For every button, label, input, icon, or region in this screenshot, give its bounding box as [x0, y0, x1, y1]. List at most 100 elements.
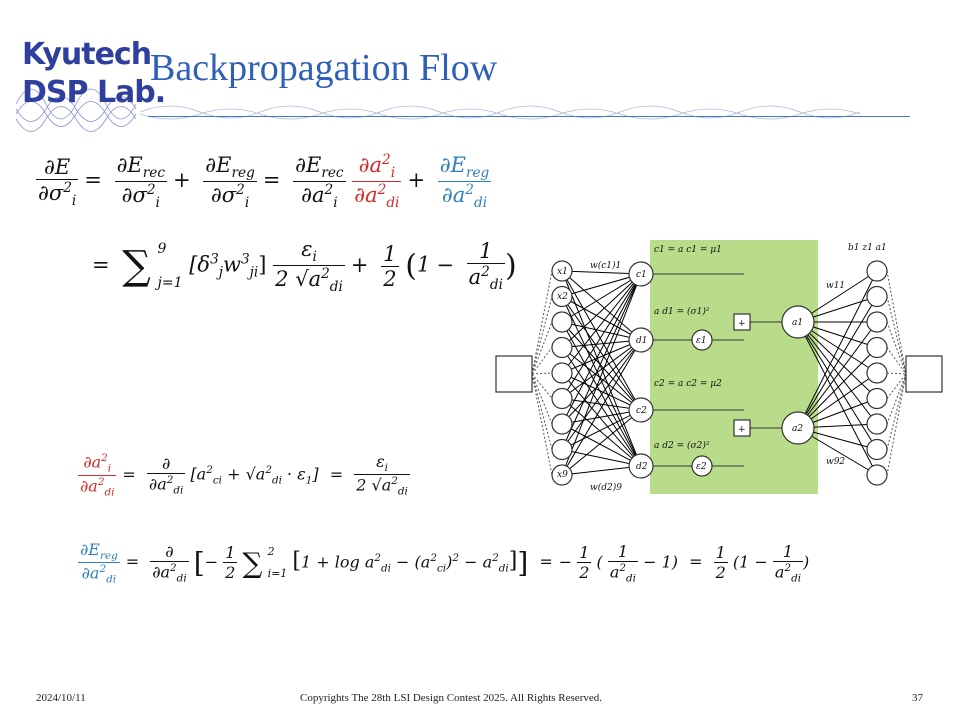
weight-label-left-bottom: w(d2)9: [590, 482, 622, 493]
decoder-weight-line: [797, 270, 878, 429]
output-node: [866, 311, 888, 333]
input-node: [551, 438, 573, 461]
output-node: [866, 438, 888, 461]
input-dashed-line: [531, 373, 553, 425]
output-node: [866, 336, 888, 359]
output-dashed-line: [886, 372, 907, 375]
encoder-weight-line: [561, 409, 642, 450]
title-divider: [148, 116, 910, 117]
eq3-lhs: ∂a2i ∂a2di: [78, 452, 117, 499]
epsilon-label-1: ε1: [696, 336, 707, 346]
encoder-weight-line: [561, 273, 642, 476]
input-node: [551, 260, 573, 282]
eq1-term-blue: ∂Ereg ∂a2di: [437, 152, 492, 211]
encoder-weight-line: [561, 273, 642, 399]
input-node: [551, 336, 573, 359]
hidden-label-d2: d2: [636, 462, 648, 472]
latent-label-a1: a1: [792, 318, 803, 328]
eq1-term-red: ∂a2i ∂a2di: [352, 152, 402, 212]
output-dashed-line: [886, 296, 907, 375]
latent-panel: [650, 240, 818, 494]
encoder-weight-line: [561, 339, 642, 348]
input-label-x1: x1: [557, 267, 568, 277]
decoder-weight-line: [797, 347, 878, 429]
encoder-weight-line: [561, 273, 642, 450]
equation-3: ∂a2i ∂a2di = ∂ ∂a2di [a2ci + √a2di · ε1]…: [78, 452, 410, 499]
hidden-node: [628, 261, 654, 287]
eq3-result: εi 2 √a2di: [354, 452, 410, 498]
eq3-derivative: ∂ ∂a2di: [146, 453, 186, 497]
input-dashed-line: [531, 296, 553, 375]
output-node: [866, 362, 888, 384]
encoder-weight-line: [561, 296, 642, 411]
encoder-weight-line: [561, 273, 642, 374]
weight-label-right-bottom: w92: [826, 457, 845, 467]
sigma2-label: a d2 = (σ2)²: [654, 440, 710, 451]
encoder-weight-line: [561, 270, 642, 341]
input-label-x2: x2: [557, 292, 568, 302]
eq2-half: 1 2: [381, 241, 399, 291]
eq1-term-reg: ∂Ereg ∂σ2i: [203, 152, 257, 211]
hidden-label-c2: c2: [636, 406, 647, 416]
equation-2: = ∑ 9 j=1 [δ3jw3ji] εi 2 √a2di + 1 2 (1−…: [92, 236, 517, 296]
epsilon-node: [691, 455, 713, 477]
eq2-eps-frac: εi 2 √a2di: [273, 236, 345, 296]
output-dashed-line: [886, 373, 907, 476]
output-dashed-line: [886, 373, 907, 450]
plus-label: +: [738, 425, 746, 435]
encoder-weight-line: [561, 339, 642, 425]
hidden-label-c1: c1: [636, 270, 647, 280]
input-dashed-line: [531, 321, 553, 375]
latent-output-node: [781, 411, 815, 445]
network-diagram: x1x2x9c1d1c2d2ε1ε2a1a2++w(c1)1w(d2)9w11w…: [495, 240, 943, 494]
decoder-weight-line: [797, 321, 878, 425]
encoder-weight-line: [561, 273, 642, 323]
eq4-recip-2: 1 a2di: [772, 541, 804, 585]
decoder-weight-line: [797, 321, 878, 429]
encoder-weight-line: [561, 409, 642, 425]
input-node: [551, 311, 573, 333]
encoder-weight-line: [561, 273, 642, 425]
input-dashed-line: [531, 270, 553, 375]
hidden-node: [628, 327, 654, 353]
sigma1-label: a d1 = (σ1)²: [654, 306, 710, 317]
footer-date: 2024/10/11: [36, 692, 86, 704]
encoder-weight-line: [561, 321, 642, 411]
encoder-weight-line: [561, 339, 642, 450]
weight-label-left-top: w(c1)1: [590, 260, 621, 271]
latent-output-node: [781, 305, 815, 339]
logo-line-2: DSP Lab.: [22, 75, 166, 110]
input-node: [551, 387, 573, 410]
equation-1: ∂E ∂σ2i = ∂Erec ∂σ2i + ∂Ereg ∂σ2i = ∂Ere…: [36, 152, 492, 212]
output-dashed-line: [886, 270, 907, 375]
hidden-label-d1: d1: [636, 336, 648, 346]
latent-label-a2: a2: [792, 424, 803, 434]
encoder-weight-line: [561, 465, 642, 476]
output-grid: [905, 355, 943, 393]
eq1-term-rec-a: ∂Erec ∂a2i: [293, 152, 346, 211]
plus-node: [733, 313, 751, 331]
output-dashed-line: [886, 321, 907, 375]
page-title: Backpropagation Flow: [150, 47, 498, 89]
epsilon-label-2: ε2: [696, 462, 707, 472]
plus-node: [733, 419, 751, 437]
encoder-weight-line: [561, 339, 642, 399]
hidden-node: [628, 453, 654, 479]
eq1-term-rec: ∂Erec ∂σ2i: [114, 152, 167, 211]
encoder-weight-line: [561, 321, 642, 341]
decoder-weight-line: [797, 321, 878, 450]
encoder-weight-line: [561, 409, 642, 476]
mu2-label: c2 = a c2 = μ2: [654, 379, 722, 389]
input-node: [551, 464, 573, 486]
encoder-weight-line: [561, 339, 642, 374]
footer-page-number: 37: [912, 692, 923, 704]
input-dashed-line: [531, 373, 553, 399]
plus-label: +: [738, 319, 746, 329]
input-grid: [495, 355, 533, 393]
encoder-weight-line: [561, 372, 642, 411]
encoder-weight-line: [561, 296, 642, 341]
input-dashed-line: [531, 347, 553, 375]
encoder-weight-line: [561, 398, 642, 411]
